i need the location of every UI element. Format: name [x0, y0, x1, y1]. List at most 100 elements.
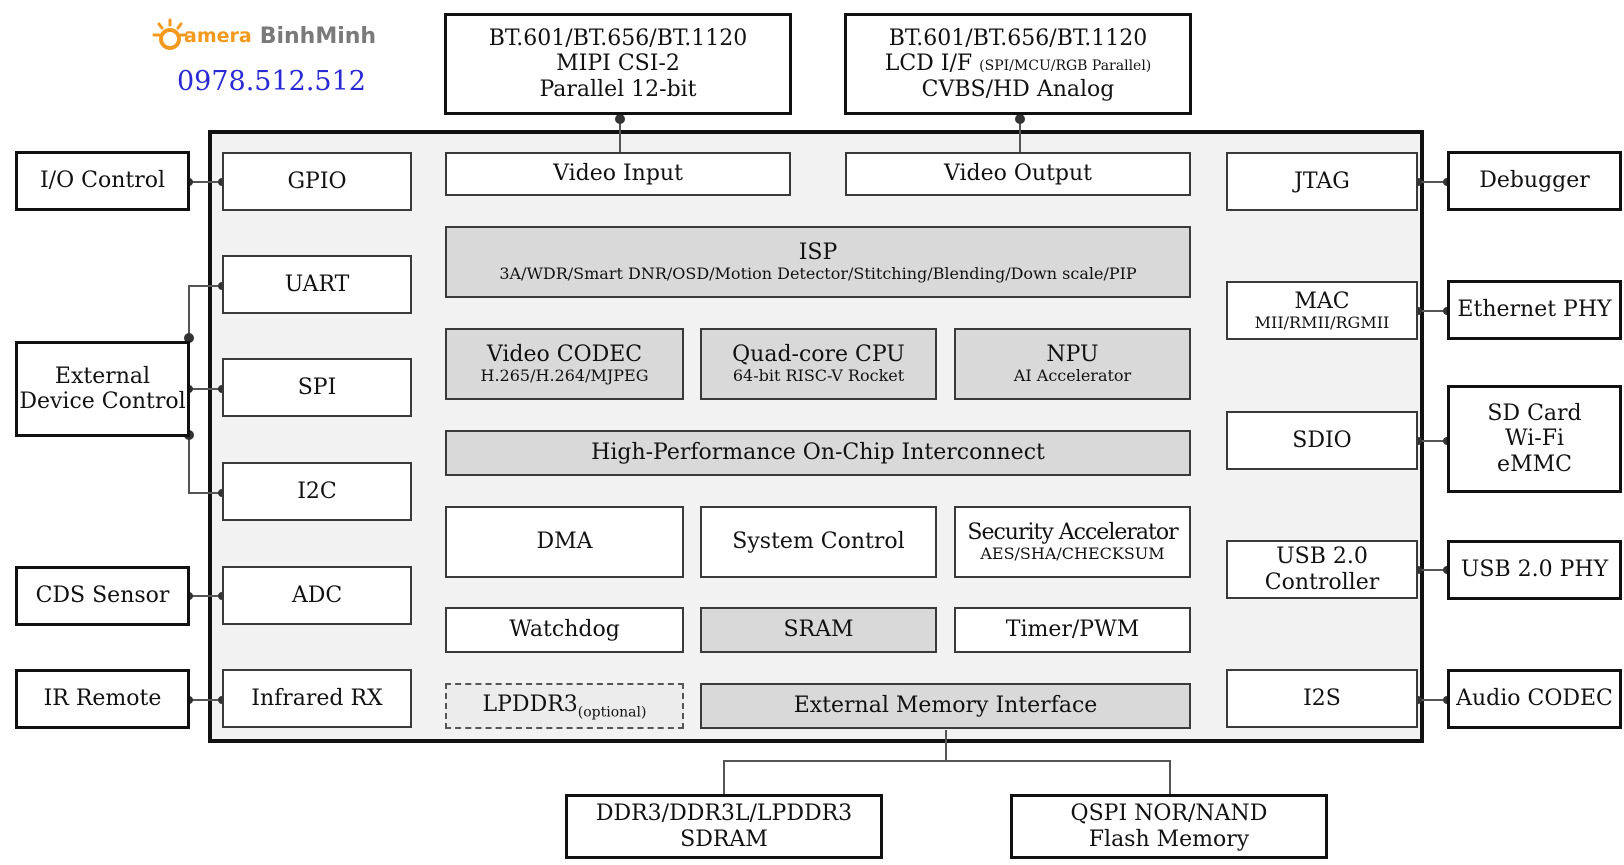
debugger-box: Debugger — [1447, 151, 1622, 211]
usb-phy-label: USB 2.0 PHY — [1460, 557, 1609, 583]
gpio-label: GPIO — [287, 168, 347, 194]
sdio-block: SDIO — [1226, 411, 1418, 470]
mac-block: MAC MII/RMII/RGMII — [1226, 281, 1418, 340]
npu-title: NPU — [1046, 342, 1099, 368]
video-out-line2: LCD I/F (SPI/MCU/RGB Parallel) — [885, 51, 1152, 76]
audio-codec-box: Audio CODEC — [1447, 669, 1622, 729]
sdio-label: SDIO — [1292, 427, 1352, 453]
sun-camera-icon — [152, 18, 188, 50]
video-codec-block: Video CODEC H.265/H.264/MJPEG — [445, 328, 684, 400]
emmc-label: eMMC — [1497, 451, 1572, 477]
external-device-line2: Device Control — [19, 389, 186, 414]
phone-number: 0978.512.512 — [177, 66, 366, 97]
lpddr3-title: LPDDR3 — [482, 691, 578, 717]
flash-line1: QSPI NOR/NAND — [1070, 801, 1268, 827]
io-control-label: I/O Control — [39, 168, 166, 194]
lcd-if-sub: (SPI/MCU/RGB Parallel) — [979, 58, 1152, 75]
sd-wifi-emmc-box: SD Card Wi-Fi eMMC — [1447, 385, 1622, 493]
i2c-label: I2C — [297, 478, 337, 504]
adc-block: ADC — [222, 566, 412, 625]
usb-controller-block: USB 2.0 Controller — [1226, 540, 1418, 599]
watchdog-block: Watchdog — [445, 607, 684, 653]
spi-block: SPI — [222, 358, 412, 417]
ddr-line2: SDRAM — [680, 826, 768, 852]
cpu-block: Quad-core CPU 64-bit RISC-V Rocket — [700, 328, 937, 400]
uart-block: UART — [222, 255, 412, 314]
i2s-block: I2S — [1226, 669, 1418, 728]
external-device-line1: External — [54, 363, 151, 389]
lpddr3-optional-block: LPDDR3(optional) — [445, 683, 684, 729]
gpio-block: GPIO — [222, 152, 412, 211]
i2s-label: I2S — [1303, 685, 1341, 711]
sram-label: SRAM — [783, 617, 854, 643]
video-output-standards-box: BT.601/BT.656/BT.1120 LCD I/F (SPI/MCU/R… — [844, 13, 1192, 115]
io-control-box: I/O Control — [15, 151, 190, 211]
security-title: Security Accelerator — [967, 520, 1178, 546]
ir-remote-box: IR Remote — [15, 669, 190, 729]
sd-card-label: SD Card — [1487, 401, 1582, 427]
lpddr3-label: LPDDR3(optional) — [483, 692, 647, 720]
isp-title: ISP — [798, 240, 838, 266]
ethernet-phy-box: Ethernet PHY — [1447, 280, 1622, 340]
video-in-line1: BT.601/BT.656/BT.1120 — [488, 26, 748, 52]
npu-sub: AI Accelerator — [1013, 366, 1132, 386]
video-output-block: Video Output — [845, 152, 1191, 196]
flash-line2: Flash Memory — [1088, 826, 1250, 852]
video-out-line1: BT.601/BT.656/BT.1120 — [888, 26, 1148, 52]
cpu-title: Quad-core CPU — [732, 342, 905, 368]
video-codec-formats: H.265/H.264/MJPEG — [480, 366, 649, 386]
ir-remote-label: IR Remote — [43, 686, 162, 712]
watchdog-label: Watchdog — [509, 617, 620, 643]
spi-label: SPI — [297, 374, 337, 400]
dma-block: DMA — [445, 506, 684, 578]
video-input-block: Video Input — [445, 152, 791, 196]
jtag-label: JTAG — [1294, 168, 1350, 194]
video-in-line2: MIPI CSI-2 — [556, 51, 680, 77]
infrared-rx-block: Infrared RX — [222, 669, 412, 728]
usb-controller-line2: Controller — [1264, 569, 1380, 595]
usb-phy-box: USB 2.0 PHY — [1447, 540, 1622, 600]
security-accelerator-block: Security Accelerator AES/SHA/CHECKSUM — [954, 506, 1191, 578]
interconnect-label: High-Performance On-Chip Interconnect — [591, 440, 1045, 466]
debugger-label: Debugger — [1479, 168, 1590, 194]
cpu-sub: 64-bit RISC-V Rocket — [732, 366, 905, 386]
wifi-label: Wi-Fi — [1505, 426, 1564, 452]
cds-sensor-label: CDS Sensor — [35, 583, 170, 609]
logo-text-first: amera — [184, 25, 252, 47]
mac-sub: MII/RMII/RGMII — [1254, 312, 1390, 332]
isp-features: 3A/WDR/Smart DNR/OSD/Motion Detector/Sti… — [499, 264, 1137, 284]
lcd-if-label: LCD I/F — [884, 51, 973, 77]
sram-block: SRAM — [700, 607, 937, 653]
audio-codec-label: Audio CODEC — [1456, 686, 1613, 712]
logo-text-second: BinhMinh — [259, 23, 377, 49]
npu-block: NPU AI Accelerator — [954, 328, 1191, 400]
interconnect-block: High-Performance On-Chip Interconnect — [445, 430, 1191, 476]
lpddr3-optional-tag: (optional) — [577, 704, 647, 721]
video-input-standards-box: BT.601/BT.656/BT.1120 MIPI CSI-2 Paralle… — [444, 13, 792, 115]
ethernet-phy-label: Ethernet PHY — [1457, 297, 1612, 323]
i2c-block: I2C — [222, 462, 412, 521]
timer-pwm-block: Timer/PWM — [954, 607, 1191, 653]
system-control-label: System Control — [732, 529, 905, 555]
dma-label: DMA — [536, 529, 593, 555]
video-out-line3: CVBS/HD Analog — [921, 76, 1115, 102]
infrared-rx-label: Infrared RX — [251, 685, 383, 711]
isp-block: ISP 3A/WDR/Smart DNR/OSD/Motion Detector… — [445, 226, 1191, 298]
mac-title: MAC — [1294, 288, 1350, 314]
video-output-label: Video Output — [943, 161, 1093, 187]
ddr-line1: DDR3/DDR3L/LPDDR3 — [595, 801, 853, 827]
system-control-block: System Control — [700, 506, 937, 578]
adc-label: ADC — [291, 582, 343, 608]
timer-pwm-label: Timer/PWM — [1005, 617, 1140, 643]
uart-label: UART — [284, 271, 350, 297]
usb-controller-line1: USB 2.0 — [1276, 544, 1368, 570]
brand-logo: amera BinhMinh — [152, 18, 376, 54]
external-memory-interface-block: External Memory Interface — [700, 683, 1191, 729]
emi-label: External Memory Interface — [793, 693, 1098, 719]
flash-memory-box: QSPI NOR/NAND Flash Memory — [1010, 794, 1328, 859]
video-codec-title: Video CODEC — [486, 342, 643, 368]
security-sub: AES/SHA/CHECKSUM — [980, 544, 1165, 564]
external-device-control-box: External Device Control — [15, 341, 190, 437]
jtag-block: JTAG — [1226, 152, 1418, 211]
video-input-label: Video Input — [553, 161, 683, 187]
